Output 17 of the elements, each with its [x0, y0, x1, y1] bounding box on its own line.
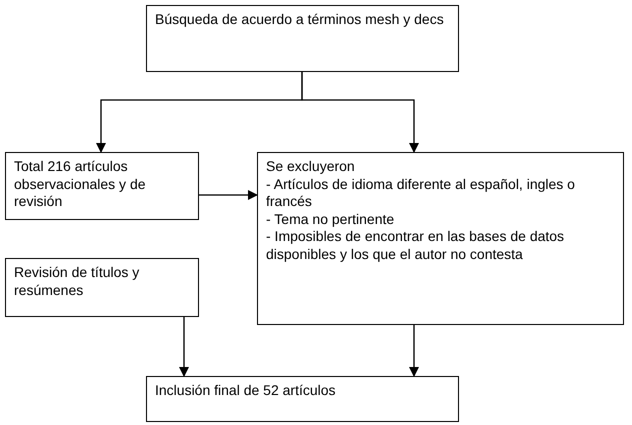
process-box [146, 5, 459, 72]
arrow [409, 325, 419, 377]
list-item: - Artículos de idioma diferente al español, ingles o francés [266, 176, 576, 210]
box-text: Total 216 artículos observacionales y de revisión [14, 158, 147, 210]
list-item: - Imposibles de encontrar en las bases de datos disponibles y los que el autor no contesta [266, 228, 566, 263]
process-box [146, 376, 459, 422]
process-box [257, 152, 624, 325]
arrow [179, 317, 189, 377]
list-item: - Tema no pertinente [266, 210, 396, 228]
box-text: Inclusión final de 52 artículos [155, 382, 337, 400]
arrow [199, 190, 258, 200]
box-text: Revisión de títulos y resúmenes [14, 264, 140, 299]
box-text: Se excluyeron [266, 158, 356, 176]
box-text: Búsqueda de acuerdo a términos mesh y decs [155, 11, 445, 28]
process-box [5, 258, 199, 317]
arrow [301, 72, 419, 153]
process-box [5, 152, 199, 220]
